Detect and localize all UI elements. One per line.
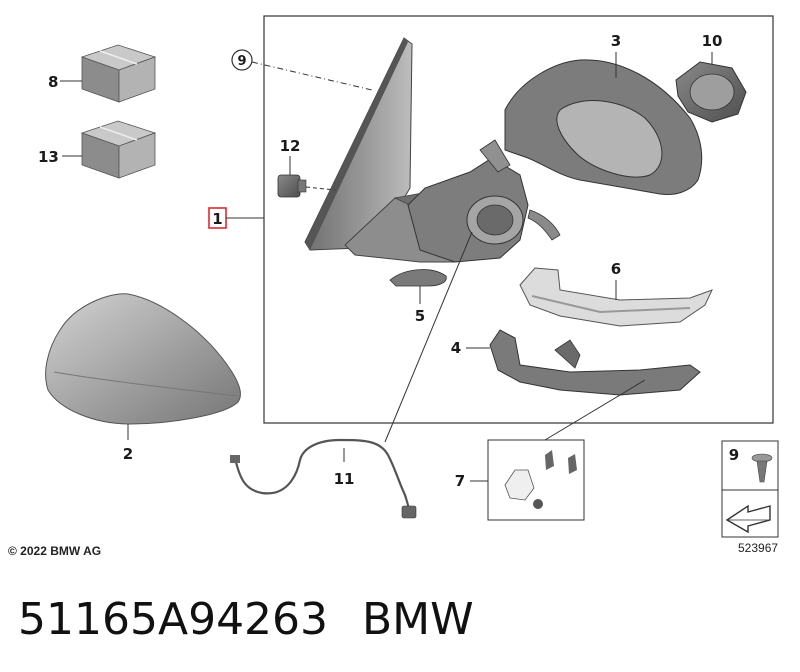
- part-5-cover[interactable]: [389, 269, 447, 287]
- callout-3[interactable]: 3: [611, 32, 621, 50]
- screw-icon: [751, 453, 773, 483]
- callout-7[interactable]: 7: [455, 472, 465, 490]
- part-3-housing[interactable]: [504, 59, 703, 195]
- part-4-lower-trim[interactable]: [489, 329, 701, 396]
- adjuster-housing[interactable]: [407, 139, 561, 263]
- callout-6[interactable]: 6: [611, 260, 621, 278]
- callout-12[interactable]: 12: [280, 137, 301, 155]
- part-6-turn-signal[interactable]: [519, 267, 713, 327]
- part-12-connector[interactable]: [277, 174, 307, 198]
- part-10-motor[interactable]: [675, 61, 747, 123]
- leader-7-to-trim: [544, 379, 646, 441]
- callout-5[interactable]: 5: [415, 307, 425, 325]
- brand-name: BMW: [362, 594, 474, 645]
- assembly-frame: [263, 15, 774, 424]
- svg-text:9: 9: [237, 54, 246, 69]
- callout-4[interactable]: 4: [451, 339, 461, 357]
- callout-13[interactable]: 13: [38, 148, 59, 166]
- part-2-mirror-cap[interactable]: [45, 293, 241, 425]
- part-8-box[interactable]: [80, 44, 157, 103]
- callout-9[interactable]: 9: [231, 49, 253, 71]
- callout-1[interactable]: 1: [208, 207, 227, 229]
- callout-8[interactable]: 8: [48, 73, 58, 91]
- callout-11[interactable]: 11: [334, 470, 355, 488]
- callout-10[interactable]: 10: [702, 32, 723, 50]
- legend-box: 9: [721, 440, 779, 538]
- part-7-clips[interactable]: [504, 450, 577, 509]
- part-13-box[interactable]: [80, 120, 157, 179]
- part-number: 51165A94263: [18, 594, 328, 645]
- callout-2[interactable]: 2: [123, 445, 133, 463]
- part-7-kit-frame: [487, 439, 585, 521]
- part-11-wire-harness[interactable]: [230, 438, 417, 519]
- arrow-icon: [725, 504, 771, 534]
- leader-11-long: [384, 231, 473, 443]
- mirror-glass[interactable]: [304, 37, 413, 251]
- leader-12-dash: [305, 186, 336, 191]
- legend-screw-label: 9: [729, 446, 739, 464]
- copyright-text: © 2022 BMW AG: [8, 544, 101, 558]
- svg-text:1: 1: [212, 210, 222, 228]
- leader-9: [251, 61, 373, 91]
- diagram-id: 523967: [738, 541, 778, 555]
